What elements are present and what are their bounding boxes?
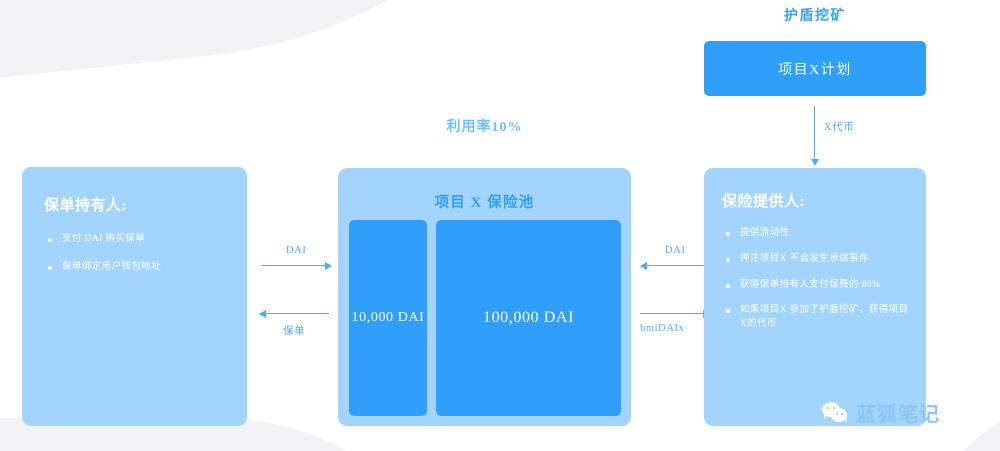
insurance-pool-panel: 项目 X 保险池 10,000 DAI 100,000 DAI (338, 168, 631, 426)
insurance-provider-bullet-list: 提供流动性 押注项目X 不会发生承保事件 获得保单持有人支付保费的 80% 如果… (722, 227, 914, 332)
policyholder-title: 保单持有人: (44, 198, 127, 214)
arrow-dai-to-pool-head (325, 261, 332, 270)
watermark: 蓝狐笔记 (822, 398, 940, 427)
list-item: 支付 DAI 购买保单 (44, 233, 229, 247)
arrow-policy-to-holder-line (265, 313, 329, 315)
list-item: 如果项目X 参加了护盾挖矿，获得项目X的代币 (722, 304, 914, 332)
arrow-bmidaix-line (640, 313, 704, 315)
list-item: 押注项目X 不会发生承保事件 (722, 253, 914, 267)
list-item: 获得保单持有人支付保费的 80% (722, 279, 914, 293)
policyholder-bullet-list: 支付 DAI 购买保单 保单绑定用户钱包地址 (44, 233, 229, 275)
watermark-text: 蓝狐笔记 (856, 404, 940, 426)
arrow-dai-to-pool-label: DAI (286, 245, 307, 256)
arrow-policy-to-holder-head (259, 309, 266, 318)
insurance-provider-title: 保险提供人: (722, 194, 805, 210)
project-x-plan-label: 项目X计划 (778, 62, 852, 78)
insurance-pool-title: 项目 X 保险池 (434, 195, 535, 211)
utilization-rate-label: 利用率10% (446, 120, 523, 135)
arrow-dai-right-label: DAI (665, 245, 686, 256)
pool-total-amount-box: 100,000 DAI (436, 220, 621, 416)
shield-mining-heading: 护盾挖矿 (784, 9, 846, 24)
arrow-x-token-line (814, 106, 816, 160)
arrow-dai-right-line (646, 265, 710, 267)
policyholder-panel: 保单持有人: 支付 DAI 购买保单 保单绑定用户钱包地址 (22, 167, 247, 426)
list-item: 保单绑定用户钱包地址 (44, 261, 229, 275)
arrow-bmidaix-label: bmiDAIx (640, 323, 685, 334)
arrow-dai-right-head (640, 261, 647, 270)
arrow-x-token-label: X代币 (824, 122, 855, 133)
list-item: 提供流动性 (722, 227, 914, 241)
insurance-provider-panel: 保险提供人: 提供流动性 押注项目X 不会发生承保事件 获得保单持有人支付保费的… (704, 168, 926, 426)
project-x-plan-box[interactable]: 项目X计划 (704, 41, 926, 96)
arrow-dai-to-pool-line (262, 265, 326, 267)
pool-locked-amount-label: 10,000 DAI (351, 309, 425, 325)
decorative-swoosh-top-left (0, 0, 703, 134)
arrow-policy-to-holder-label: 保单 (283, 326, 306, 337)
wechat-icon (822, 401, 849, 424)
pool-locked-amount-box: 10,000 DAI (349, 220, 427, 416)
arrow-x-token-head (810, 159, 819, 166)
pool-total-amount-label: 100,000 DAI (482, 309, 575, 326)
